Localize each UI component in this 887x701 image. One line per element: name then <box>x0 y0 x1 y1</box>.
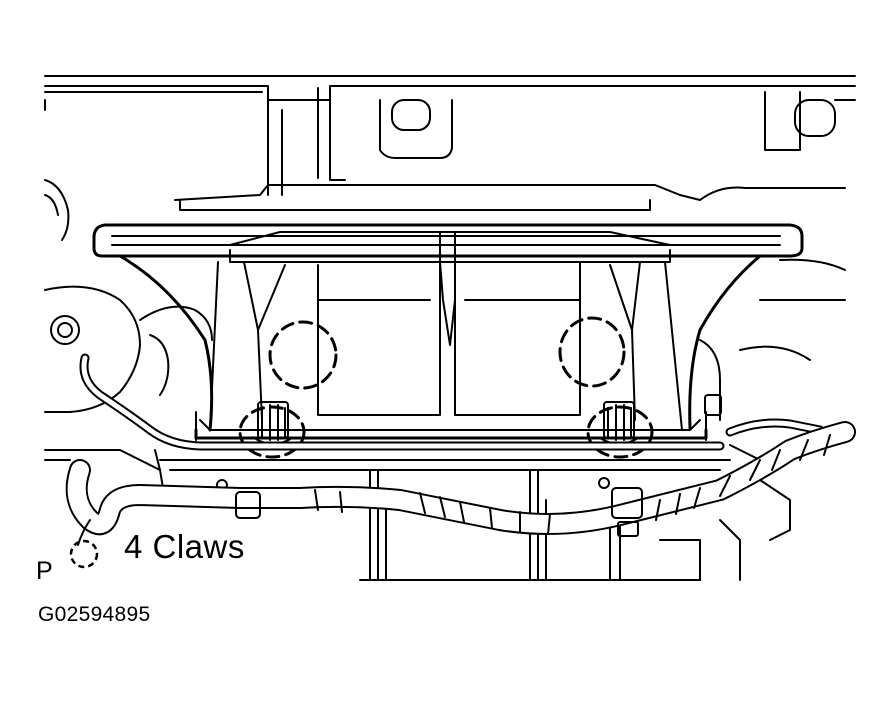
figure-id: G02594895 <box>38 603 151 626</box>
legend-claws-label: 4 Claws <box>124 528 245 565</box>
claw-callout-lower-right <box>586 405 654 459</box>
wire-harness-upper <box>79 353 825 451</box>
dashboard-upper-structure <box>44 75 856 201</box>
wire-harness-lower <box>65 421 856 546</box>
claw-callout-lower-left <box>238 405 306 459</box>
blower-case-body <box>118 254 762 441</box>
blower-case-flange <box>92 199 804 263</box>
dashed-circle-icon <box>69 539 99 569</box>
claw-clip-left <box>253 401 293 445</box>
claw-callouts <box>238 316 654 459</box>
claw-callout-upper-left <box>268 320 338 390</box>
view-letter: P <box>36 557 53 585</box>
claw-callout-upper-right <box>558 316 626 388</box>
dashboard-left-structure <box>44 179 213 471</box>
